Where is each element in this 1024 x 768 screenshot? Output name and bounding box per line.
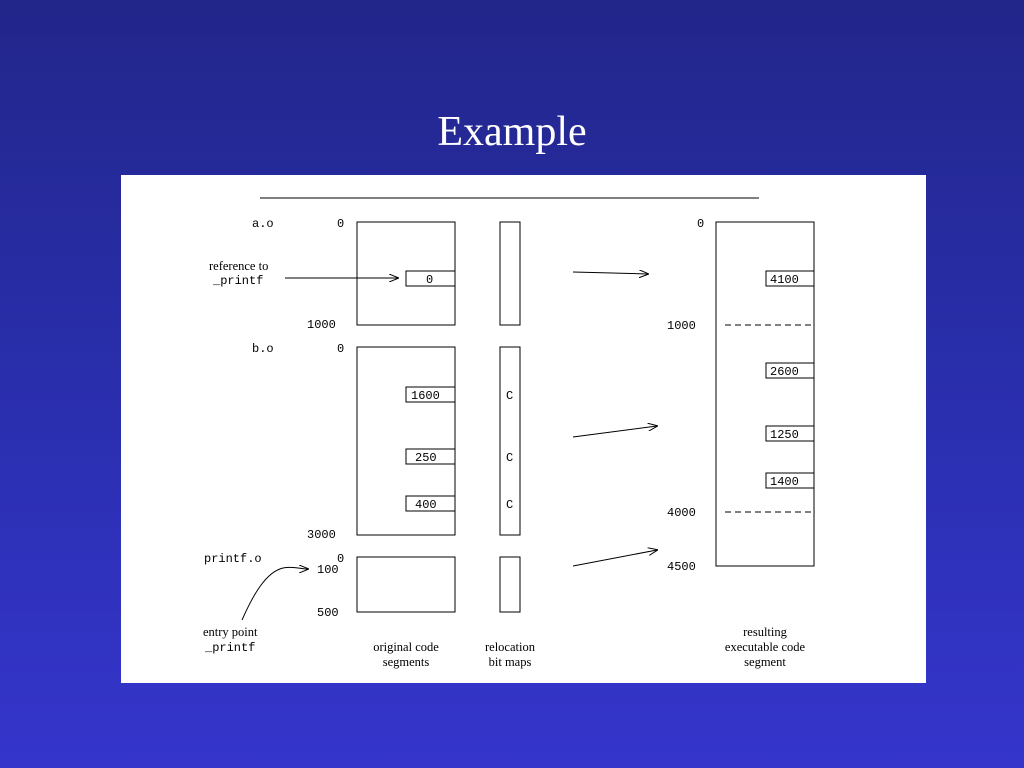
entry-arrow xyxy=(241,567,308,621)
entry-label-line2: _printf xyxy=(204,641,255,655)
caption-result-line2: executable code xyxy=(725,640,806,654)
caption-original-line2: segments xyxy=(383,655,430,669)
transfer-arrow-b xyxy=(572,426,657,438)
module-a-start: 0 xyxy=(337,217,344,231)
reference-label-line2: _printf xyxy=(212,274,263,288)
module-b-end: 3000 xyxy=(307,528,336,542)
reloc-flag-0: C xyxy=(506,389,513,403)
reloc-flag-2: C xyxy=(506,498,513,512)
entry-label-line1: entry point xyxy=(203,625,258,639)
module-printf-end: 500 xyxy=(317,606,339,620)
reference-label-line1: reference to xyxy=(209,259,268,273)
caption-reloc-line1: relocation xyxy=(485,640,536,654)
transfer-arrow-printf xyxy=(572,550,657,567)
value-b-1: 250 xyxy=(415,451,437,465)
result-value-box-3 xyxy=(765,472,815,489)
module-b-name: b.o xyxy=(252,342,274,356)
value-box-a-0 xyxy=(405,270,456,287)
module-b-start: 0 xyxy=(337,342,344,356)
result-end: 4500 xyxy=(667,560,696,574)
caption-result-line3: segment xyxy=(744,655,786,669)
value-b-0: 1600 xyxy=(411,389,440,403)
value-box-b-2 xyxy=(405,495,456,512)
relocation-diagram: a.o 0 1000 0 reference to _printf b.o 0 … xyxy=(121,175,926,683)
value-box-b-1 xyxy=(405,448,456,465)
module-a-end: 1000 xyxy=(307,318,336,332)
caption-reloc-line2: bit maps xyxy=(489,655,532,669)
diagram-canvas: a.o 0 1000 0 reference to _printf b.o 0 … xyxy=(203,197,815,669)
result-value-box-2 xyxy=(765,425,815,442)
bitmap-a xyxy=(499,221,521,326)
result-boundary-1: 1000 xyxy=(667,319,696,333)
value-box-b-0 xyxy=(405,386,456,403)
result-value-box-0 xyxy=(765,270,815,287)
module-printf-entry: 100 xyxy=(317,563,339,577)
bitmap-printf xyxy=(499,556,521,613)
result-boundary-2: 4000 xyxy=(667,506,696,520)
segment-printf xyxy=(356,556,456,613)
result-value-box-1 xyxy=(765,362,815,379)
result-start: 0 xyxy=(697,217,704,231)
value-a-0: 0 xyxy=(426,273,433,287)
module-a-name: a.o xyxy=(252,217,274,231)
module-printf-start: 0 xyxy=(337,552,344,566)
result-value-1: 2600 xyxy=(770,365,799,379)
value-b-2: 400 xyxy=(415,498,437,512)
module-printf-name: printf.o xyxy=(204,552,262,566)
reloc-flag-1: C xyxy=(506,451,513,465)
slide-title: Example xyxy=(437,109,587,155)
result-value-2: 1250 xyxy=(770,428,799,442)
transfer-arrow-a xyxy=(572,272,648,274)
caption-original-line1: original code xyxy=(373,640,439,654)
result-value-0: 4100 xyxy=(770,273,799,287)
bitmap-b xyxy=(499,346,521,536)
result-value-3: 1400 xyxy=(770,475,799,489)
caption-result-line1: resulting xyxy=(743,625,787,639)
